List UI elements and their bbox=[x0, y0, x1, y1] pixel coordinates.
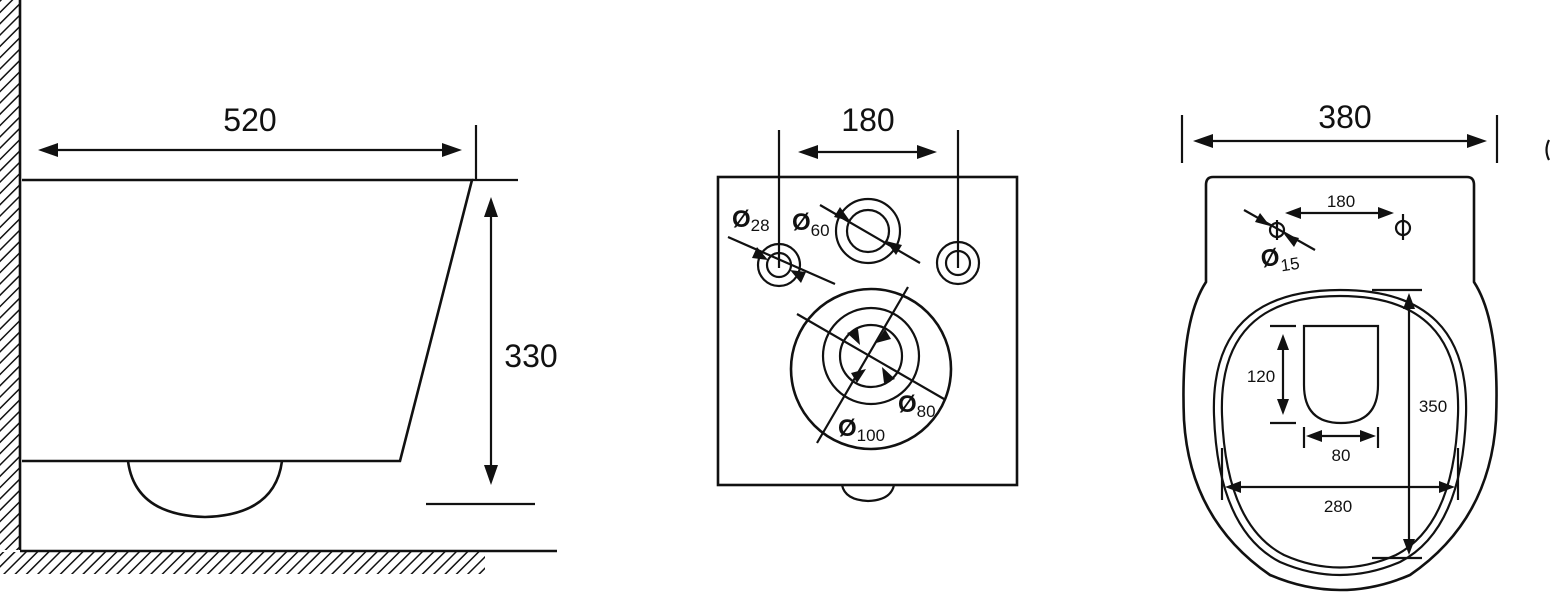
outlet-height-arrow-bottom bbox=[1277, 399, 1289, 415]
top-width-arrow-right bbox=[1467, 134, 1487, 148]
right-inlet-inner bbox=[944, 249, 972, 277]
dia-100-value: 100 bbox=[857, 426, 885, 445]
dia-80-value: 80 bbox=[917, 402, 936, 421]
wall-hatching bbox=[0, 0, 20, 550]
rear-base-bump bbox=[840, 484, 896, 503]
floor-hatching bbox=[0, 552, 485, 574]
dia-80-label: Ø80 bbox=[898, 391, 936, 421]
dia-28-symbol: Ø bbox=[732, 206, 751, 233]
outlet-arrow-b bbox=[882, 367, 895, 383]
rear-view: 180 Ø28 Ø60 Ø80 bbox=[716, 102, 1019, 503]
flush-inlet-arrow-b bbox=[886, 241, 902, 255]
bowl-width-label: 280 bbox=[1324, 497, 1352, 516]
outlet-opening bbox=[1302, 324, 1380, 425]
dia-28-label: Ø28 bbox=[732, 206, 770, 235]
outlet-arrow-c bbox=[876, 329, 891, 343]
dia-80-symbol: Ø bbox=[898, 391, 917, 418]
bolt-spacing-arrow-right bbox=[1378, 207, 1394, 219]
top-width-label: 380 bbox=[1318, 99, 1371, 135]
left-inlet-arrow-b bbox=[790, 270, 806, 283]
bowl-opening bbox=[1220, 294, 1460, 569]
outlet-inner-ring bbox=[838, 323, 904, 389]
bolt-diameter-symbol: Ø bbox=[1259, 244, 1281, 273]
side-height-arrow-top bbox=[484, 197, 498, 217]
outlet-arrow-d bbox=[851, 369, 866, 383]
side-width-arrow-left bbox=[38, 143, 58, 157]
left-inlet-arrow-a bbox=[752, 247, 768, 260]
dia-100-label: Ø100 bbox=[838, 415, 885, 445]
side-height-arrow-bottom bbox=[484, 465, 498, 485]
bolt-spacing-label: 180 bbox=[1327, 192, 1355, 211]
rear-plate bbox=[716, 175, 1019, 487]
bowl-length-label: 350 bbox=[1419, 397, 1447, 416]
outlet-outer-ring bbox=[789, 287, 953, 451]
bolt-diameter-value: 15 bbox=[1279, 254, 1300, 275]
flush-inlet-arrow-a bbox=[834, 207, 850, 221]
outlet-middle-ring bbox=[821, 306, 921, 406]
outlet-arrow-a bbox=[847, 329, 860, 345]
top-view: 380 Ø15 180 120 80 bbox=[1180, 99, 1550, 592]
outlet-width-arrow-right bbox=[1360, 430, 1376, 442]
edge-arc-fragment bbox=[1545, 139, 1550, 161]
flush-inlet-inner bbox=[845, 208, 891, 254]
bolt-diameter-arrow-b bbox=[1284, 234, 1299, 247]
bolt-diameter-label: Ø15 bbox=[1259, 241, 1301, 278]
bowl-length-arrow-top bbox=[1403, 293, 1415, 309]
side-height-label: 330 bbox=[504, 338, 557, 374]
dia-28-value: 28 bbox=[751, 216, 770, 235]
right-inlet-outer bbox=[935, 240, 981, 286]
flush-inlet-leader bbox=[819, 204, 921, 264]
bolt-spacing-arrow-left bbox=[1285, 207, 1301, 219]
outlet-width-label: 80 bbox=[1332, 446, 1351, 465]
bolt-diameter-leader bbox=[1243, 209, 1316, 251]
bowl-width-arrow-left bbox=[1225, 481, 1241, 493]
top-width-arrow-left bbox=[1193, 134, 1213, 148]
flush-inlet-outer bbox=[834, 197, 902, 265]
bowl-width-arrow-right bbox=[1439, 481, 1455, 493]
left-inlet-leader bbox=[727, 235, 836, 286]
bowl-length-arrow-bottom bbox=[1403, 539, 1415, 555]
dia-60-value: 60 bbox=[811, 221, 830, 240]
toilet-base-side bbox=[126, 460, 284, 519]
side-width-label: 520 bbox=[223, 102, 276, 138]
side-view: 520 330 bbox=[0, 0, 558, 574]
rear-width-arrow-right bbox=[917, 145, 937, 159]
outlet-width-arrow-left bbox=[1306, 430, 1322, 442]
seat-ring bbox=[1212, 288, 1468, 577]
toilet-body-side bbox=[22, 178, 474, 463]
outlet-height-arrow-top bbox=[1277, 334, 1289, 350]
rear-width-arrow-left bbox=[798, 145, 818, 159]
dia-60-label: Ø60 bbox=[792, 209, 830, 240]
dia-60-symbol: Ø bbox=[792, 209, 811, 236]
outlet-leader-100 bbox=[816, 286, 909, 444]
rear-width-label: 180 bbox=[841, 102, 894, 138]
toilet-outline-top bbox=[1182, 175, 1498, 592]
dia-100-symbol: Ø bbox=[838, 415, 857, 442]
side-width-arrow-right bbox=[442, 143, 462, 157]
bolt-diameter-arrow-a bbox=[1255, 213, 1270, 226]
outlet-height-label: 120 bbox=[1247, 367, 1275, 386]
left-inlet-outer bbox=[756, 242, 802, 288]
outlet-leader-80 bbox=[796, 313, 945, 400]
